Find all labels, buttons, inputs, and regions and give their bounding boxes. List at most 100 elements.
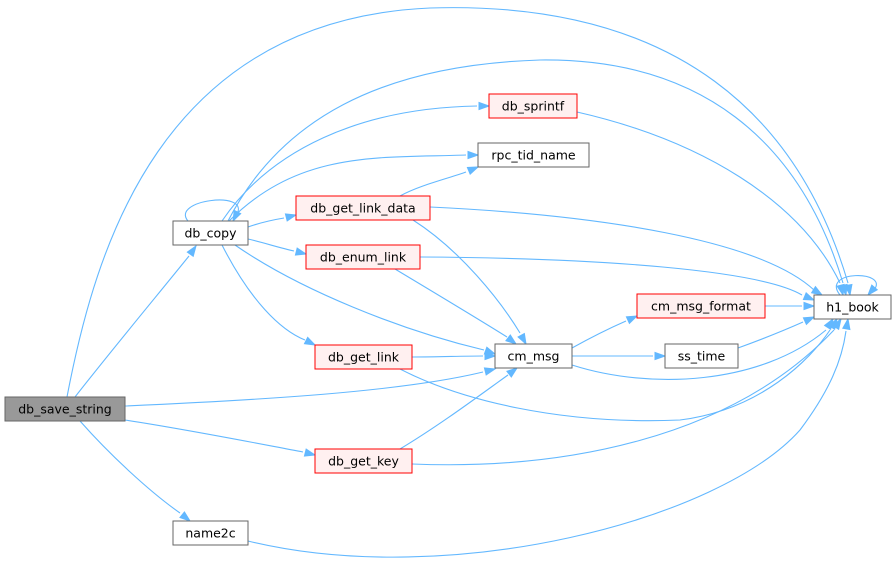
edge-db-get-key-to-h1-book bbox=[411, 317, 842, 466]
edge-db-enum-link-to-cm-msg bbox=[394, 268, 518, 345]
edge-db-copy-to-db-enum-link bbox=[247, 238, 308, 256]
node-db-sprintf[interactable]: db_sprintf bbox=[488, 93, 578, 119]
edge-db-copy-to-db-copy bbox=[184, 199, 242, 223]
edge-line bbox=[79, 420, 181, 514]
edge-cm-msg-to-cm-msg-format bbox=[571, 315, 639, 349]
node-label-db-get-key: db_get_key bbox=[328, 454, 399, 469]
edge-arrowhead bbox=[478, 101, 491, 111]
node-db-get-key[interactable]: db_get_key bbox=[314, 448, 413, 474]
edge-arrowhead bbox=[842, 317, 851, 331]
edge-db-get-key-to-cm-msg bbox=[399, 367, 519, 450]
nodes-layer: db_save_string db_copy name2c db_sprintf… bbox=[4, 93, 892, 546]
node-label-db-get-link: db_get_link bbox=[328, 350, 400, 365]
edge-name2c-to-h1-book bbox=[247, 317, 851, 558]
edge-db-enum-link-to-h1-book bbox=[419, 256, 816, 301]
edge-line bbox=[394, 268, 508, 338]
node-rpc-tid-name[interactable]: rpc_tid_name bbox=[477, 142, 590, 168]
edge-line bbox=[227, 59, 844, 284]
edge-cm-msg-format-to-h1-book bbox=[765, 301, 816, 311]
node-db-enum-link[interactable]: db_enum_link bbox=[305, 244, 421, 270]
edge-db-save-string-to-db-get-key bbox=[124, 419, 317, 457]
edge-arrowhead bbox=[505, 334, 518, 345]
edge-db-get-link-data-to-cm-msg bbox=[412, 219, 527, 346]
edge-cm-msg-to-h1-book bbox=[571, 317, 834, 380]
edge-db-get-link-to-cm-msg bbox=[411, 351, 497, 361]
edge-ss-time-to-h1-book bbox=[737, 316, 816, 349]
node-db-save-string[interactable]: db_save_string bbox=[4, 396, 126, 422]
edge-arrowhead bbox=[867, 284, 879, 297]
edge-db-save-string-to-cm-msg bbox=[124, 367, 497, 407]
edge-arrowhead bbox=[831, 317, 842, 331]
edge-arrowhead bbox=[466, 166, 480, 176]
edge-line bbox=[221, 105, 478, 222]
node-label-ss-time: ss_time bbox=[678, 349, 726, 364]
edge-arrowhead bbox=[303, 336, 317, 346]
edge-arrowhead bbox=[802, 291, 816, 301]
node-label-db-get-link-data: db_get_link_data bbox=[310, 201, 415, 216]
edge-line bbox=[411, 355, 484, 358]
edge-db-save-string-to-db-copy bbox=[74, 244, 197, 398]
edge-line bbox=[247, 238, 295, 252]
node-label-db-save-string: db_save_string bbox=[18, 402, 112, 417]
node-label-rpc-tid-name: rpc_tid_name bbox=[491, 148, 576, 163]
edge-arrowhead bbox=[517, 332, 527, 346]
node-cm-msg-format[interactable]: cm_msg_format bbox=[636, 293, 766, 319]
node-db-get-link[interactable]: db_get_link bbox=[314, 344, 413, 370]
edge-cm-msg-to-ss-time bbox=[572, 351, 667, 361]
edge-line bbox=[124, 371, 484, 407]
node-label-db-sprintf: db_sprintf bbox=[502, 99, 565, 114]
edge-arrowhead bbox=[484, 351, 497, 361]
edge-line bbox=[234, 244, 485, 351]
edge-arrowhead bbox=[179, 511, 192, 522]
edge-arrowhead bbox=[467, 150, 480, 160]
edge-db-copy-to-db-get-link bbox=[221, 244, 317, 346]
edge-db-sprintf-to-h1-book bbox=[576, 111, 845, 297]
edge-arrowhead bbox=[802, 316, 816, 326]
node-h1-book[interactable]: h1_book bbox=[813, 294, 892, 320]
edge-db-copy-to-db-get-link-data bbox=[247, 213, 298, 228]
edge-line bbox=[571, 320, 627, 349]
edge-db-save-string-to-name2c bbox=[79, 420, 192, 522]
edge-db-get-link-data-to-rpc-tid-name bbox=[399, 166, 480, 197]
edge-h1-book-to-h1-book bbox=[836, 275, 879, 297]
edge-arrowhead bbox=[803, 301, 816, 311]
edge-line bbox=[571, 329, 827, 380]
edge-db-copy-to-db-sprintf bbox=[221, 101, 491, 222]
edge-arrowhead bbox=[294, 247, 308, 256]
node-db-copy[interactable]: db_copy bbox=[172, 220, 249, 246]
node-label-cm-msg-format: cm_msg_format bbox=[651, 299, 751, 314]
edge-line bbox=[247, 217, 285, 228]
edge-line bbox=[66, 7, 849, 398]
edge-db-save-string-to-h1-book bbox=[66, 7, 853, 398]
node-label-db-enum-link: db_enum_link bbox=[320, 250, 407, 265]
edge-line bbox=[737, 321, 804, 349]
edge-arrowhead bbox=[186, 244, 197, 258]
edge-db-get-link-data-to-h1-book bbox=[429, 206, 824, 296]
edge-line bbox=[411, 329, 835, 466]
node-db-get-link-data[interactable]: db_get_link_data bbox=[295, 195, 431, 221]
edge-arrowhead bbox=[284, 213, 298, 222]
edge-arrowhead bbox=[625, 315, 639, 325]
node-label-db-copy: db_copy bbox=[185, 226, 238, 241]
edge-line bbox=[399, 171, 467, 197]
node-label-name2c: name2c bbox=[185, 526, 235, 541]
edge-line bbox=[576, 111, 841, 284]
edge-line bbox=[399, 374, 509, 450]
edge-arrowhead bbox=[506, 367, 519, 378]
node-label-cm-msg: cm_msg bbox=[508, 349, 560, 364]
edge-line bbox=[184, 199, 239, 222]
edge-arrowhead bbox=[836, 283, 845, 297]
edge-line bbox=[124, 419, 304, 453]
edge-line bbox=[228, 154, 467, 222]
edge-arrowhead bbox=[303, 448, 317, 457]
edge-line bbox=[74, 255, 190, 398]
edge-arrowhead bbox=[483, 367, 497, 376]
edge-arrowhead bbox=[823, 317, 834, 331]
edge-arrowhead bbox=[810, 285, 824, 296]
edge-line bbox=[836, 275, 877, 296]
node-name2c[interactable]: name2c bbox=[172, 520, 249, 546]
node-ss-time[interactable]: ss_time bbox=[664, 343, 739, 369]
edge-line bbox=[247, 330, 847, 558]
edge-line bbox=[412, 219, 521, 334]
node-cm-msg[interactable]: cm_msg bbox=[494, 343, 573, 369]
